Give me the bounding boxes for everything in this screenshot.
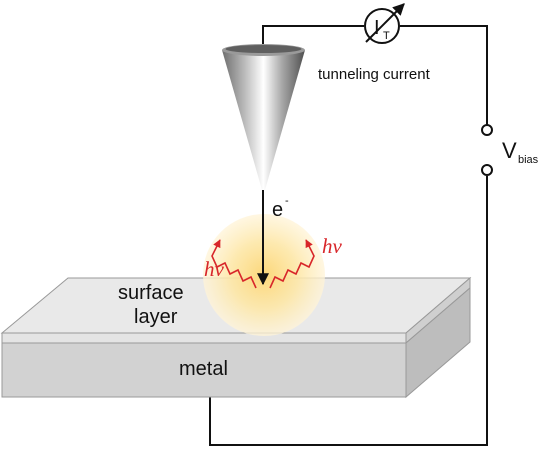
photon-label-right: hν <box>322 234 343 258</box>
bias-symbol: V <box>502 138 517 163</box>
circuit-wire <box>209 25 488 446</box>
photon-wave-left <box>211 239 257 289</box>
surface-label-line1: surface <box>118 282 184 304</box>
electron-superscript: - <box>285 195 289 207</box>
photon-wave-right <box>269 239 315 289</box>
electron-label: e <box>272 199 283 221</box>
current-symbol: I <box>374 17 380 39</box>
ammeter-symbol: I T <box>364 3 405 44</box>
bias-terminals <box>481 124 493 176</box>
stm-tip <box>222 44 305 190</box>
photon-label-left: hν <box>204 257 225 281</box>
surface-label-line2: layer <box>134 306 178 328</box>
bias-subscript: bias <box>518 154 539 166</box>
metal-label: metal <box>179 358 228 380</box>
metal-slab <box>0 276 472 399</box>
current-subscript: T <box>383 30 390 42</box>
tunneling-current-label: tunneling current <box>318 66 431 83</box>
